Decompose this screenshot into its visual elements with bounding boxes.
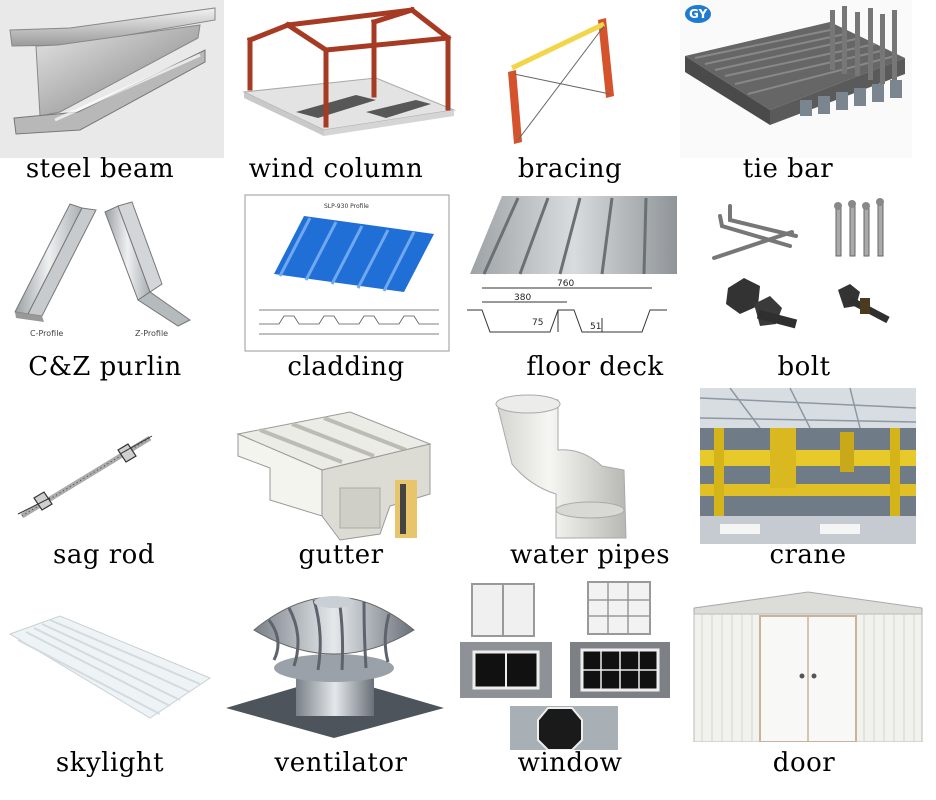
svg-text:380: 380 <box>514 293 531 303</box>
label-skylight: skylight <box>55 748 165 778</box>
label-gutter: gutter <box>298 540 384 570</box>
water-pipes-image <box>495 394 627 539</box>
bolt-image <box>712 198 890 329</box>
label-ventilator: ventilator <box>274 748 408 778</box>
svg-text:SLP-930 Profile: SLP-930 Profile <box>324 203 369 210</box>
wind-column-image <box>242 6 456 136</box>
tie-bar-image: GY <box>680 0 912 158</box>
label-cladding: cladding <box>287 352 405 382</box>
sag-rod-image <box>17 435 153 519</box>
door-image <box>693 591 923 742</box>
svg-text:C-Profile: C-Profile <box>30 329 63 338</box>
svg-text:GY: GY <box>689 7 708 21</box>
label-crane: crane <box>769 540 847 570</box>
label-steel-beam: steel beam <box>25 154 175 184</box>
label-bracing: bracing <box>517 154 623 184</box>
bracing-image <box>508 18 614 144</box>
skylight-image <box>8 615 212 719</box>
steel-beam-image <box>0 0 224 158</box>
label-sag-rod: sag rod <box>53 540 155 570</box>
svg-text:75: 75 <box>532 318 543 328</box>
label-tie-bar: tie bar <box>742 154 834 184</box>
label-cz-purlin: C&Z purlin <box>28 352 182 382</box>
crane-image <box>700 388 916 544</box>
company-logo: GY <box>685 5 711 23</box>
ventilator-image <box>226 596 444 738</box>
label-wind-column: wind column <box>248 154 424 184</box>
label-window: window <box>517 748 623 778</box>
label-bolt: bolt <box>777 352 831 382</box>
cz-purlin-image: C-Profile Z-Profile <box>14 201 191 338</box>
cladding-image: SLP-930 Profile <box>244 194 450 352</box>
label-water-pipes: water pipes <box>509 540 671 570</box>
svg-text:51: 51 <box>590 322 601 332</box>
svg-text:Z-Profile: Z-Profile <box>135 329 168 338</box>
label-door: door <box>772 748 836 778</box>
svg-text:760: 760 <box>557 279 574 289</box>
window-image <box>460 581 670 750</box>
floor-deck-image: 760 380 75 51 <box>467 196 677 333</box>
label-floor-deck: floor deck <box>526 352 664 382</box>
gutter-image <box>236 411 432 541</box>
